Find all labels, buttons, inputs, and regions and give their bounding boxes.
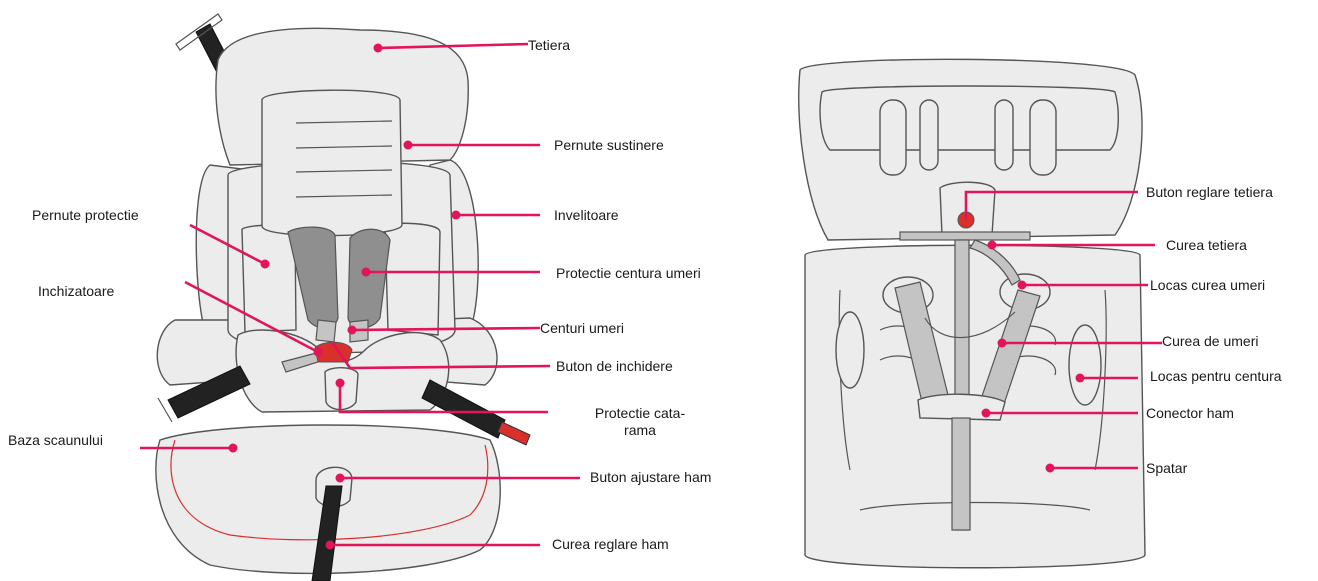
leader-dot bbox=[229, 444, 238, 453]
label-locas-pentru-centura: Locas pentru centura bbox=[1150, 368, 1282, 385]
belt-slot-right bbox=[1069, 325, 1101, 405]
leader-dot bbox=[348, 326, 357, 335]
label-tetiera: Tetiera bbox=[528, 37, 570, 54]
label-spatar: Spatar bbox=[1146, 460, 1187, 477]
vent-3 bbox=[995, 100, 1013, 170]
label-buton-de-inchidere: Buton de inchidere bbox=[556, 358, 673, 375]
vent-1 bbox=[880, 100, 906, 175]
leader-dot bbox=[404, 141, 413, 150]
leader-dot bbox=[362, 268, 371, 277]
leader-dot bbox=[326, 541, 335, 550]
label-protectie-centura-umeri: Protectie centura umeri bbox=[556, 265, 706, 282]
vent-4 bbox=[1030, 100, 1056, 175]
vent-2 bbox=[920, 100, 938, 170]
label-pernute-sustinere: Pernute sustinere bbox=[554, 137, 664, 154]
leader-dot bbox=[452, 211, 461, 220]
label-centuri-umeri: Centuri umeri bbox=[540, 320, 624, 337]
belt-clip-red bbox=[498, 422, 530, 445]
label-baza-scaunului: Baza scaunului bbox=[8, 432, 103, 449]
leader-dot bbox=[374, 44, 383, 53]
label-curea-tetiera: Curea tetiera bbox=[1166, 237, 1247, 254]
harness-connector bbox=[918, 394, 1005, 420]
label-buton-ajustare-ham: Buton ajustare ham bbox=[590, 469, 711, 486]
leader-dot bbox=[336, 379, 345, 388]
label-curea-de-umeri: Curea de umeri bbox=[1162, 333, 1259, 350]
headrest-bar bbox=[900, 232, 1030, 240]
label-inchizatoare: Inchizatoare bbox=[38, 283, 114, 300]
left-shoulder-belt bbox=[316, 320, 336, 342]
leader-dot bbox=[998, 339, 1007, 348]
leader-dot bbox=[988, 241, 997, 250]
label-locas-curea-umeri: Locas curea umeri bbox=[1150, 277, 1265, 294]
leader-dot bbox=[1076, 374, 1085, 383]
belt-slot-left bbox=[836, 312, 864, 388]
back-headrest-inner bbox=[820, 86, 1118, 150]
label-buton-reglare-tetiera: Buton reglare tetiera bbox=[1146, 184, 1273, 201]
leader-dot bbox=[261, 260, 270, 269]
label-pernute-protectie: Pernute protectie bbox=[32, 207, 139, 224]
buckle-protector bbox=[325, 368, 358, 410]
leader-dot bbox=[982, 409, 991, 418]
leader-dot bbox=[314, 348, 323, 357]
leader-dot bbox=[1018, 281, 1027, 290]
leader-dot bbox=[336, 474, 345, 483]
back-seat-illustration bbox=[799, 59, 1145, 567]
label-invelitoare: Invelitoare bbox=[554, 207, 619, 224]
label-protectie-catarama: Protectie cata-rama bbox=[580, 405, 700, 439]
label-curea-reglare-ham: Curea reglare ham bbox=[552, 536, 669, 553]
leader-dot bbox=[1046, 464, 1055, 473]
right-protection-pad bbox=[385, 223, 440, 335]
support-cushion bbox=[262, 90, 402, 235]
label-conector-ham: Conector ham bbox=[1146, 405, 1234, 422]
lower-strap bbox=[952, 418, 970, 530]
